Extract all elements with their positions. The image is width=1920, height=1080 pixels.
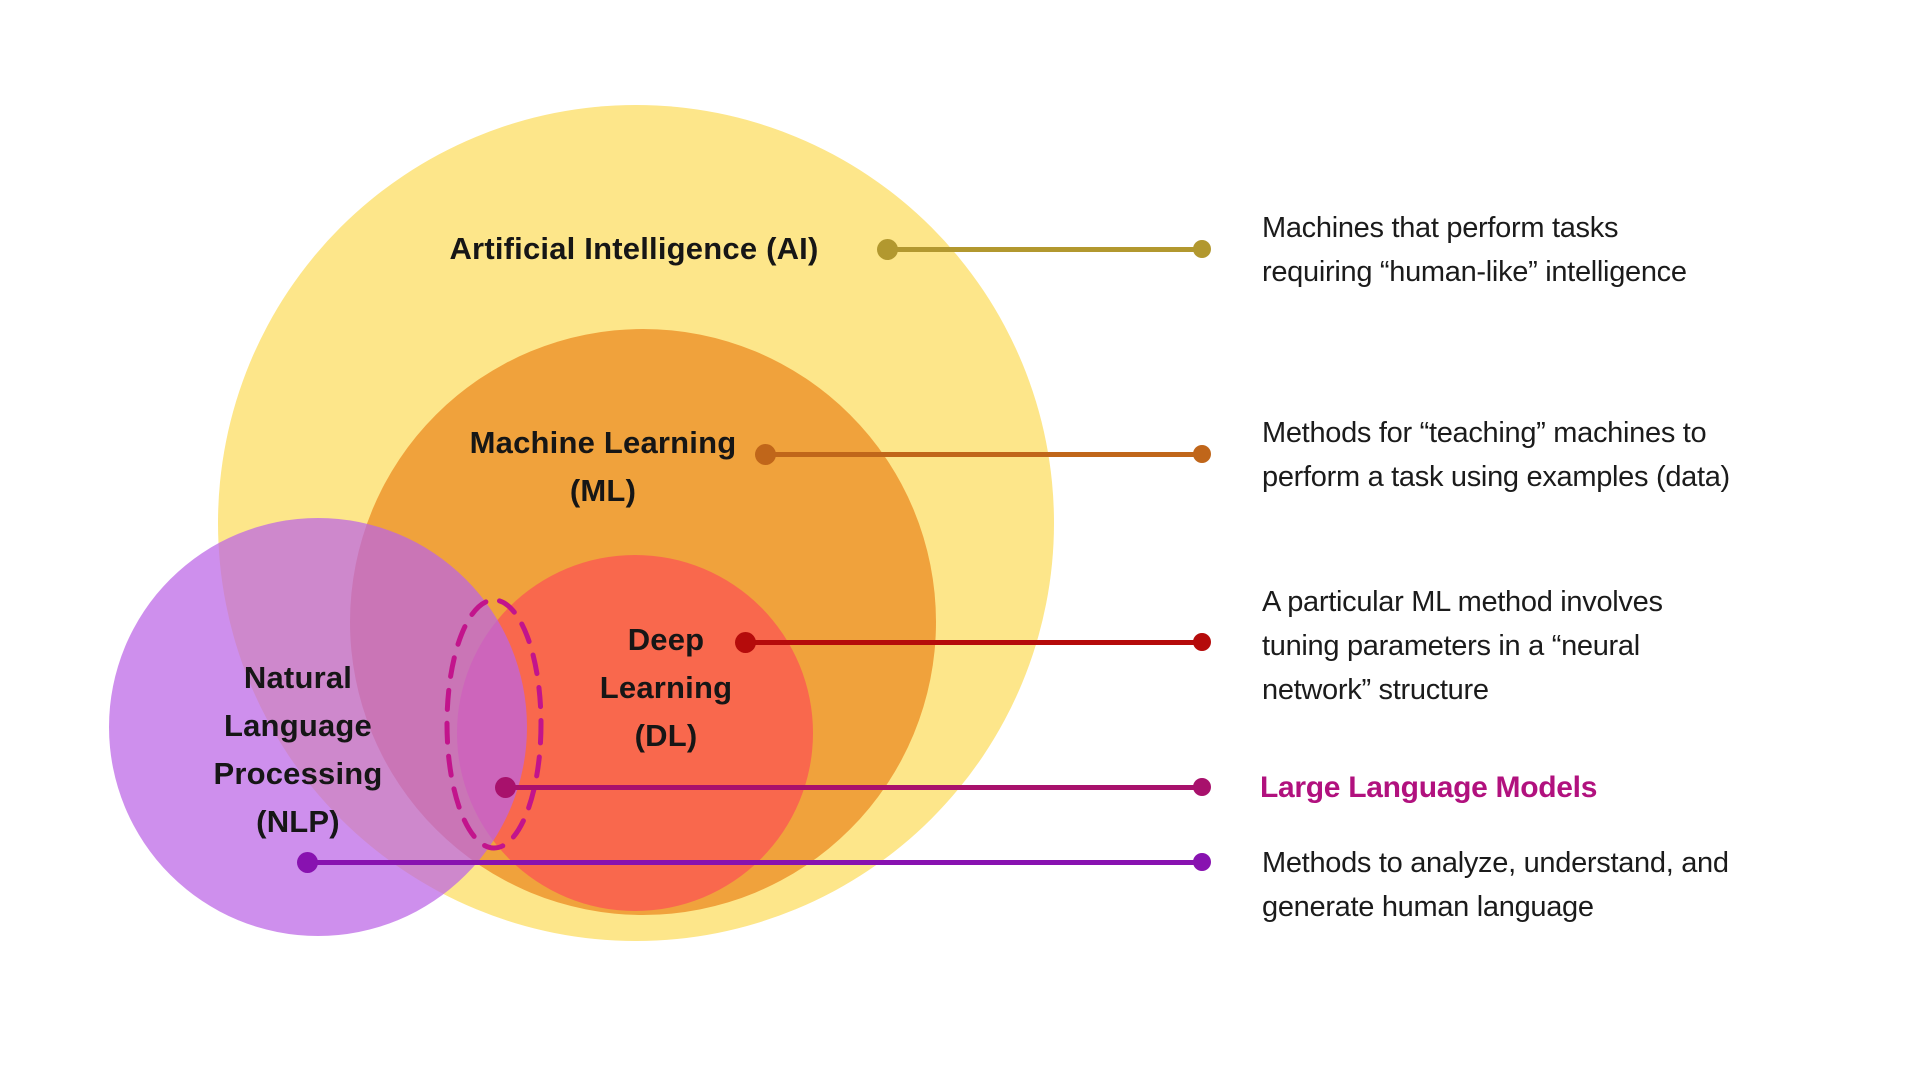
ml-label-line: (ML) [569,473,637,508]
dl-connector-start-dot [735,632,756,653]
ai-connector-line [877,239,1211,260]
ml-circle-label: Machine Learning (ML) [470,419,737,515]
ml-description-line: Methods for “teaching” machines to [1262,417,1707,449]
dl-label-line: Deep [627,622,705,657]
ai-connector-start-dot [877,239,898,260]
dl-connector-end-dot [1193,633,1211,651]
llm-ellipse-outline [444,597,544,851]
llm-dashed-ellipse [444,597,544,851]
nlp-description-line: generate human language [1262,891,1594,923]
nlp-circle [109,518,527,936]
ml-description-line: perform a task using examples (data) [1262,461,1730,493]
nlp-description: Methods to analyze, understand, and gene… [1262,841,1729,929]
dl-description: A particular ML method involves tuning p… [1262,580,1663,712]
ai-description-line: requiring “human-like” intelligence [1262,256,1687,288]
nlp-connector-end-dot [1193,853,1211,871]
dl-label-line: (DL) [634,718,698,753]
dl-connector-line [735,632,1211,653]
nlp-label-line: Natural [243,660,353,695]
nlp-label-line: Processing [213,756,383,791]
ml-connector-start-dot [755,444,776,465]
llm-connector-line [495,777,1211,798]
ai-label-line: Artificial Intelligence (AI) [449,231,819,266]
llm-connector-start-dot [495,777,516,798]
nlp-label-line: (NLP) [256,804,340,839]
llm-connector-end-dot [1193,778,1211,796]
ml-label-line: Machine Learning [469,425,737,460]
nlp-label-line: Language [223,708,372,743]
nlp-circle-label: Natural Language Processing (NLP) [213,654,382,846]
ai-connector-end-dot [1193,240,1211,258]
ai-circle-label: Artificial Intelligence (AI) [449,225,818,273]
ml-connector-end-dot [1193,445,1211,463]
ml-description: Methods for “teaching” machines to perfo… [1262,411,1730,499]
dl-description-line: network” structure [1262,674,1489,706]
dl-circle-label: Deep Learning (DL) [600,616,733,760]
dl-description-line: A particular ML method involves [1262,586,1663,618]
llm-label-line: Large Language Models [1260,771,1598,804]
ai-description-line: Machines that perform tasks [1262,212,1619,244]
dl-description-line: tuning parameters in a “neural [1262,630,1640,662]
ml-connector-line [755,444,1211,465]
nlp-connector-start-dot [297,852,318,873]
llm-label: Large Language Models [1260,766,1597,810]
ai-description: Machines that perform tasks requiring “h… [1262,206,1687,294]
nlp-description-line: Methods to analyze, understand, and [1262,847,1729,879]
nlp-connector-line [297,852,1211,873]
dl-label-line: Learning [599,670,733,705]
